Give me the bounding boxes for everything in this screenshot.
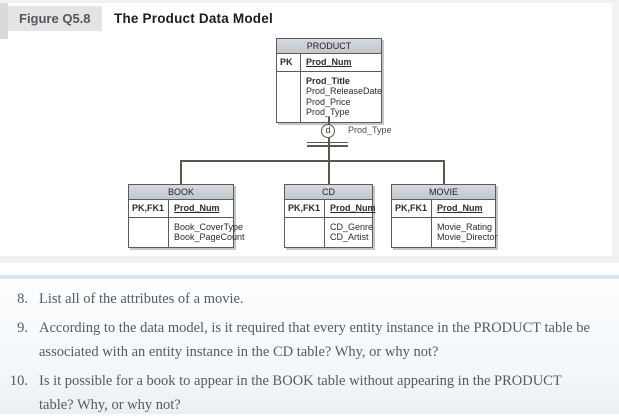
attribute: Prod_Price [306,96,351,107]
connector-line [328,138,330,161]
question-8: 8. List all of the attributes of a movie… [0,287,594,311]
entity-table-cd: CD PK,FK1 Prod_Num CD_Genre CD_Artist [284,184,376,248]
entity-name-book: BOOK [129,185,233,200]
key-spacer [392,217,432,247]
key-spacer [129,217,169,247]
question-9: 9. According to the data model, is it re… [0,316,594,364]
pk-label: PK,FK1 [285,200,325,217]
pk-label: PK,FK1 [392,200,432,217]
pk-label: PK,FK1 [129,200,169,217]
connector-line [443,160,445,184]
figure-title: The Product Data Model [114,11,273,26]
entity-table-movie: MOVIE PK,FK1 Prod_Num Movie_Rating Movie… [391,184,498,248]
connector-line [328,160,330,184]
pk-field: Prod_Num [306,57,352,67]
attribute-list: Book_CoverType Book_PageCount [169,218,247,247]
key-spacer [285,217,325,247]
entity-table-book: BOOK PK,FK1 Prod_Num Book_CoverType Book… [128,184,245,248]
key-spacer [277,71,301,122]
figure-header-accent [0,3,8,39]
question-text: According to the data model, is it requi… [39,320,590,360]
question-text: List all of the attributes of a movie. [39,291,244,307]
question-10: 10. Is it possible for a book to appear … [0,369,594,417]
entity-name-cd: CD [285,185,372,200]
entity-name-product: PRODUCT [277,39,381,54]
completeness-line-bottom [307,145,348,147]
pk-field: Prod_Num [437,203,483,213]
disjoint-circle: d [321,124,335,138]
pk-field: Prod_Num [174,203,220,213]
connector-line [180,160,182,184]
attribute: Movie_Rating [437,221,493,232]
completeness-line-top [307,141,348,143]
question-text: Is it possible for a book to appear in t… [39,373,562,413]
attribute: Prod_Title [306,75,350,86]
attribute: Book_PageCount [174,232,245,242]
entity-table-product: PRODUCT PK Prod_Num Prod_Title Prod_Rele… [276,38,382,123]
connector-line [328,117,330,125]
pk-label: PK [277,54,301,71]
figure-panel: Figure Q5.8 The Product Data Model PRODU… [0,0,619,263]
pk-field: Prod_Num [330,203,376,213]
question-number: 8. [17,291,28,307]
attribute: Prod_ReleaseDate [306,86,383,96]
question-number: 9. [17,320,28,336]
attribute-list: CD_Genre CD_Artist [325,218,375,247]
attribute: CD_Genre [330,221,374,232]
attribute: Prod_Type [306,107,350,117]
attribute-list: Movie_Rating Movie_Director [432,218,500,247]
disjoint-discriminator-label: Prod_Type [348,125,392,135]
entity-name-movie: MOVIE [392,185,495,200]
attribute: Movie_Director [437,232,498,242]
connector-line [180,160,444,162]
attribute-list: Prod_Title Prod_ReleaseDate Prod_Price P… [301,72,384,122]
question-number: 10. [9,373,28,389]
attribute: CD_Artist [330,232,369,242]
figure-label: Figure Q5.8 [8,6,102,31]
attribute: Book_CoverType [174,221,244,232]
questions-section: 8. List all of the attributes of a movie… [0,275,619,414]
